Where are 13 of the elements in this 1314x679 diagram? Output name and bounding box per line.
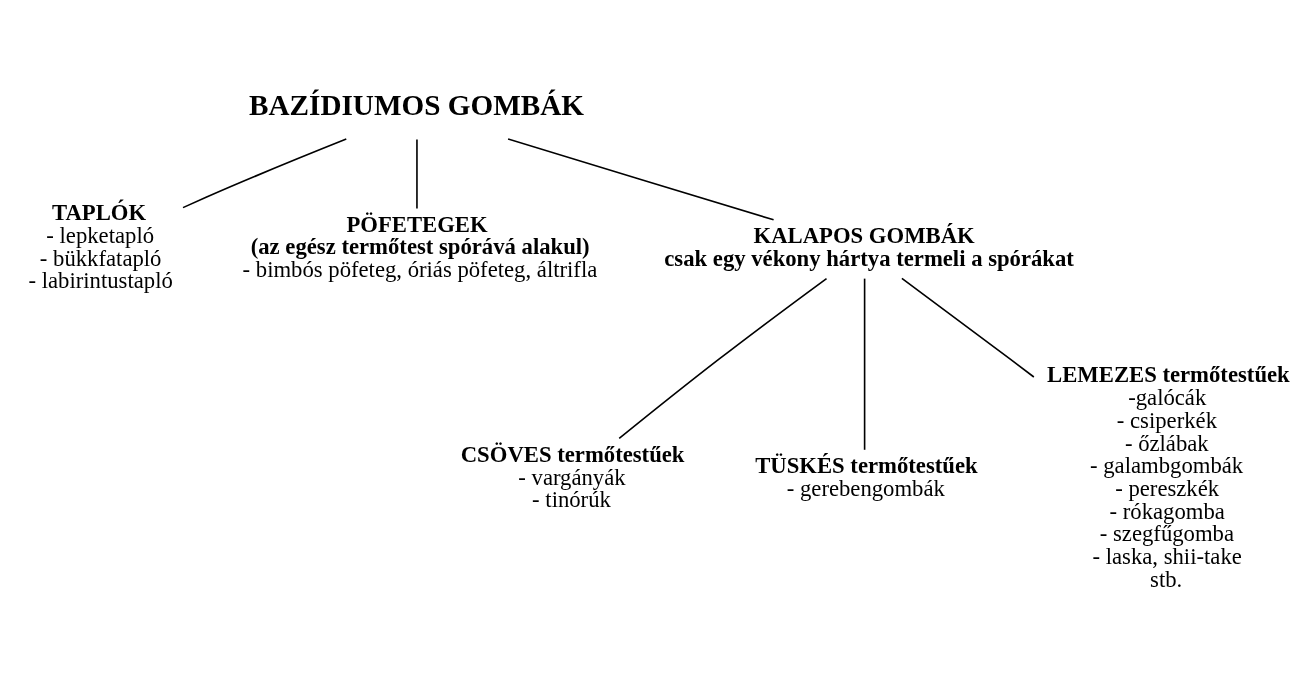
- connector: [863, 277, 866, 451]
- node-text: LEMEZES termőtestűek -galócák - csiperkék - őzlábak - galambgombák - pereszkék - rókagomba - szegfűgomba - laska, shii-take stb.: [1047, 362, 1290, 592]
- node-text: TAPLÓK - lepketapló - bükkfatapló - labirintustapló: [28, 199, 173, 293]
- connector: [182, 137, 348, 208]
- connector: [507, 137, 775, 221]
- node-text: BAZÍDIUMOS GOMBÁK: [249, 88, 584, 121]
- node-text: TÜSKÉS termőtestűek - gerebengombák: [755, 452, 978, 501]
- connector: [416, 138, 418, 209]
- node-text: CSÖVES termőtestűek - vargányák - tinórúk: [460, 441, 685, 512]
- connector: [618, 277, 828, 439]
- connector: [901, 277, 1035, 378]
- node-text: KALAPOS GOMBÁK csak egy vékony hártya termeli a spórákat: [664, 222, 1074, 271]
- node-text: PÖFETEGEK (az egész termőtest spórává alakul) - bimbós pöfeteg, óriás pöfeteg, áltrifla: [242, 211, 598, 282]
